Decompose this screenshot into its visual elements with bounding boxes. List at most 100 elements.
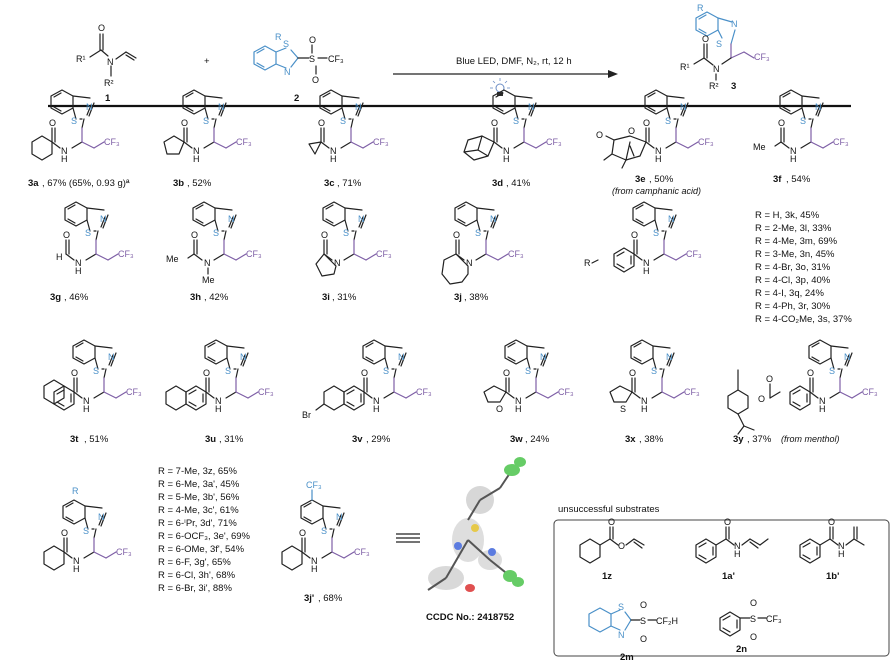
crystal-structure-image: CCDC No.: 2418752: [426, 457, 526, 623]
svg-text:, 31%: , 31%: [219, 434, 244, 445]
svg-text:O: O: [643, 118, 650, 128]
svg-text:H: H: [515, 404, 522, 414]
svg-text:, 51%: , 51%: [84, 434, 109, 445]
svg-text:O: O: [750, 632, 757, 642]
svg-text:S: S: [85, 228, 91, 238]
structure-2n: S O O CF₃ 2n: [719, 598, 782, 655]
svg-text:S: S: [716, 39, 722, 49]
aryl-series-item: R = 4-I, 3q, 24%: [755, 288, 824, 299]
caption-3y: 3y, 37%(from menthol): [733, 434, 840, 445]
svg-text:O: O: [318, 118, 325, 128]
svg-text:O: O: [608, 517, 615, 527]
svg-text:3w: 3w: [510, 434, 523, 445]
svg-text:S: S: [283, 39, 289, 49]
svg-text:N: N: [666, 352, 673, 362]
svg-text:3a: 3a: [28, 178, 39, 189]
svg-text:O: O: [61, 528, 68, 538]
svg-text:N: N: [838, 541, 845, 551]
caption-3x: 3x, 38%: [625, 434, 664, 445]
svg-text:O: O: [98, 23, 105, 33]
svg-text:S: S: [383, 366, 389, 376]
label-2m: 2m: [620, 652, 634, 663]
svg-text:, 42%: , 42%: [204, 292, 229, 303]
caption-3c: 3c, 71%: [324, 178, 362, 189]
svg-text:CF₃: CF₃: [376, 249, 392, 259]
caption-3v: 3v, 29%: [352, 434, 391, 445]
aryl-series-item: R = 4-Br, 3o, 31%: [755, 262, 831, 273]
svg-text:, 54%: , 54%: [786, 174, 811, 185]
svg-text:S: S: [203, 116, 209, 126]
caption-3j2: 3j', 68%: [304, 593, 343, 604]
svg-text:R²: R²: [709, 81, 719, 91]
svg-text:N: N: [668, 214, 675, 224]
svg-text:H: H: [838, 549, 845, 559]
svg-text:N: N: [330, 146, 337, 156]
svg-text:O: O: [778, 118, 785, 128]
aryl-series-item: R = 4-Ph, 3r, 30%: [755, 301, 831, 312]
svg-text:O: O: [361, 368, 368, 378]
caption-3a: 3a, 67% (65%, 0.93 g)ª: [28, 178, 130, 189]
btz-series-item: R = 6-Me, 3a', 45%: [158, 479, 240, 490]
svg-text:H: H: [75, 266, 82, 276]
svg-text:O: O: [628, 126, 635, 136]
svg-text:S: S: [475, 228, 481, 238]
svg-text:S: S: [225, 366, 231, 376]
svg-text:N: N: [334, 258, 341, 268]
caption-3j: 3j, 38%: [454, 292, 489, 303]
svg-text:O: O: [766, 374, 773, 384]
svg-text:O: O: [49, 118, 56, 128]
svg-text:(from camphanic acid): (from camphanic acid): [612, 186, 701, 196]
svg-text:S: S: [525, 366, 531, 376]
structure-3z-3i2: NH SN CF₃ O R: [43, 486, 132, 574]
btz-series-item: R = 4-Me, 3c', 61%: [158, 505, 239, 516]
aryl-series-item: R = 4-CO₂Me, 3s, 37%: [755, 314, 852, 325]
label-1z: 1z: [602, 571, 612, 582]
svg-text:S: S: [653, 228, 659, 238]
svg-text:, 29%: , 29%: [366, 434, 391, 445]
svg-text:O: O: [631, 230, 638, 240]
caption-3u: 3u, 31%: [205, 434, 244, 445]
structure-1z: O O 1z: [579, 517, 645, 582]
ccdc-label: CCDC No.: 2418752: [426, 612, 514, 623]
structure-1b2: O N H 1b': [799, 517, 865, 582]
svg-text:N: N: [734, 541, 741, 551]
svg-text:CF₃: CF₃: [118, 249, 134, 259]
svg-text:3x: 3x: [625, 434, 636, 445]
svg-text:R¹: R¹: [680, 62, 690, 72]
btz-series-item: R = 6-F, 3g', 65%: [158, 557, 231, 568]
svg-text:N: N: [73, 556, 80, 566]
svg-text:S: S: [513, 116, 519, 126]
svg-text:N: N: [61, 146, 68, 156]
svg-text:N: N: [358, 214, 365, 224]
caption-3b: 3b, 52%: [173, 178, 212, 189]
svg-text:CF₃: CF₃: [306, 480, 322, 490]
svg-text:O: O: [702, 34, 709, 44]
svg-text:CF₃: CF₃: [862, 387, 878, 397]
structure-3x: NH SN CF₃ O S: [609, 339, 700, 414]
svg-text:, 71%: , 71%: [337, 178, 362, 189]
svg-text:N: N: [515, 396, 522, 406]
svg-text:N: N: [311, 556, 318, 566]
svg-text:R²: R²: [104, 78, 114, 88]
structure-3e: NH SN CF₃ O O O: [596, 89, 714, 169]
btz-series-item: R = 6-OCF₃, 3e', 69%: [158, 531, 251, 542]
svg-text:S: S: [309, 54, 315, 64]
svg-text:, 24%: , 24%: [525, 434, 550, 445]
structure-3h: N Me SN CF₃ O Me: [166, 201, 262, 285]
structure-2m: S N S O O CF₂H 2m: [588, 600, 678, 663]
svg-text:O: O: [453, 230, 460, 240]
svg-text:O: O: [750, 598, 757, 608]
svg-text:3b: 3b: [173, 178, 184, 189]
cf3-group: CF₃: [766, 614, 782, 624]
caption-3f: 3f , 54%: [773, 174, 811, 185]
svg-text:3v: 3v: [352, 434, 363, 445]
svg-text:3f: 3f: [773, 174, 782, 185]
product-3: S N R CF₃ N O R¹ R² 3: [680, 3, 770, 92]
btz-series-item: R = 6-OMe, 3f', 54%: [158, 544, 245, 555]
svg-text:O: O: [321, 230, 328, 240]
svg-text:H: H: [790, 154, 797, 164]
structure-3t: NH SN CF₃ O: [43, 339, 142, 414]
plus-sign: +: [204, 56, 210, 67]
svg-text:H: H: [373, 404, 380, 414]
structure-3a: NH SN CF₃ O: [31, 89, 120, 164]
